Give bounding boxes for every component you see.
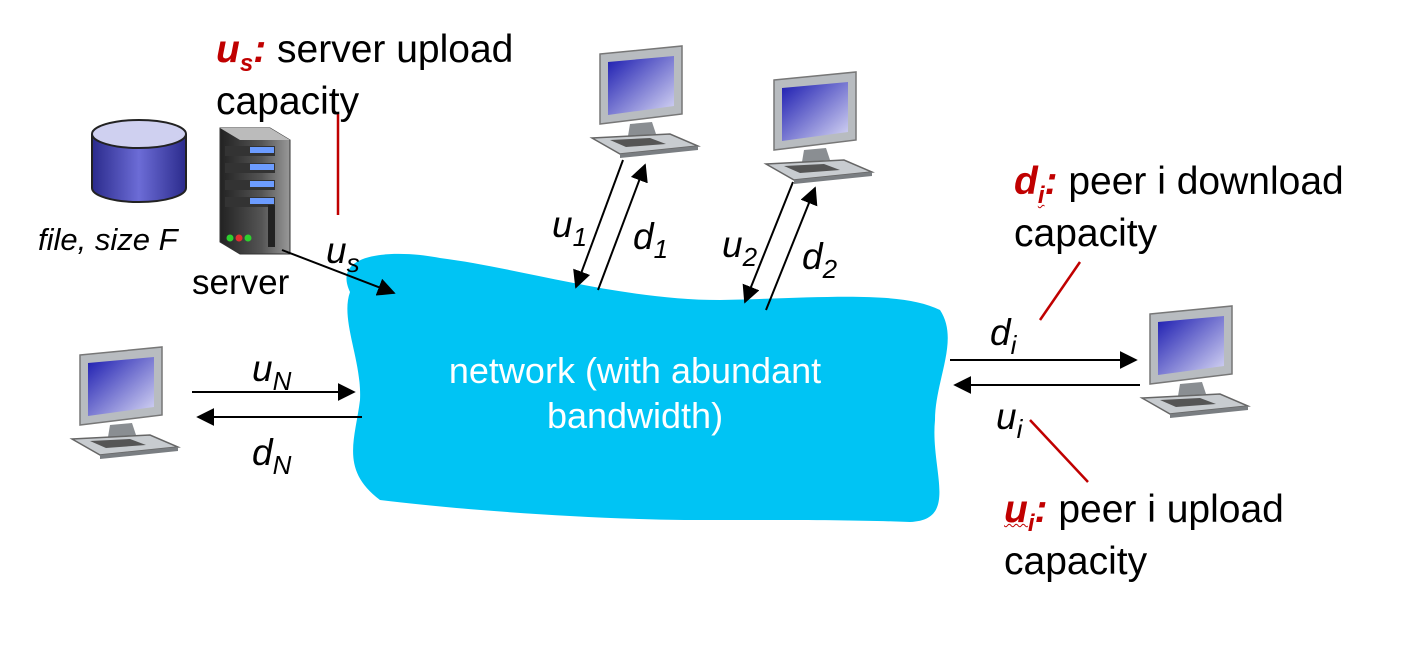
- peer-1-upload-arrow: [597, 163, 648, 291]
- peer-1-download-arrow: [573, 159, 624, 289]
- peer-1-computer-icon: [591, 45, 699, 159]
- peer-download-text: peer i download: [1068, 160, 1344, 203]
- peer-upload-annotation: ui: peer i upload: [1004, 490, 1284, 536]
- link-label-dn: dN: [252, 432, 292, 480]
- peer-upload-text-line2: capacity: [1004, 540, 1148, 583]
- database-icon: [91, 119, 187, 203]
- network-label-line2: bandwidth): [546, 395, 724, 436]
- peer-2-download-arrow: [742, 181, 794, 304]
- peer-download-symbol: di:: [1014, 160, 1058, 209]
- server-upload-annotation: us: server upload: [216, 30, 513, 76]
- peer-upload-text: peer i upload: [1058, 488, 1284, 531]
- link-label-u1: u1: [552, 204, 588, 252]
- peer-2-upload-arrow: [765, 186, 818, 311]
- network-label-line1: network (with abundant: [448, 350, 822, 391]
- network-cloud: [346, 253, 948, 522]
- link-label-u2: u2: [722, 224, 758, 272]
- peer-i-computer-icon: [1141, 305, 1249, 419]
- server-label: server: [192, 263, 290, 302]
- file-label: file, size F: [38, 222, 178, 257]
- server-icon: [219, 127, 291, 255]
- link-label-di: di: [990, 312, 1017, 360]
- link-label-d1: d1: [633, 216, 669, 264]
- server-upload-arrow: [281, 249, 396, 296]
- server-upload-symbol: us:: [216, 28, 267, 77]
- peer-download-annotation: di: peer i download: [1014, 162, 1344, 208]
- peer-download-text-line2: capacity: [1014, 212, 1158, 255]
- peer-download-callout-line: [1038, 261, 1082, 321]
- server-upload-text-line2: capacity: [216, 80, 360, 123]
- server-upload-text: server upload: [277, 28, 514, 71]
- link-label-us: us: [326, 230, 360, 278]
- link-label-d2: d2: [802, 236, 838, 284]
- network-label: network (with abundant bandwidth): [400, 348, 870, 438]
- link-label-ui: ui: [996, 396, 1023, 444]
- peer-upload-callout-line: [1029, 419, 1089, 483]
- peer-2-computer-icon: [765, 71, 873, 185]
- link-label-un: uN: [252, 348, 292, 396]
- peer-upload-symbol: ui:: [1004, 488, 1048, 537]
- peer-n-computer-icon: [71, 346, 179, 460]
